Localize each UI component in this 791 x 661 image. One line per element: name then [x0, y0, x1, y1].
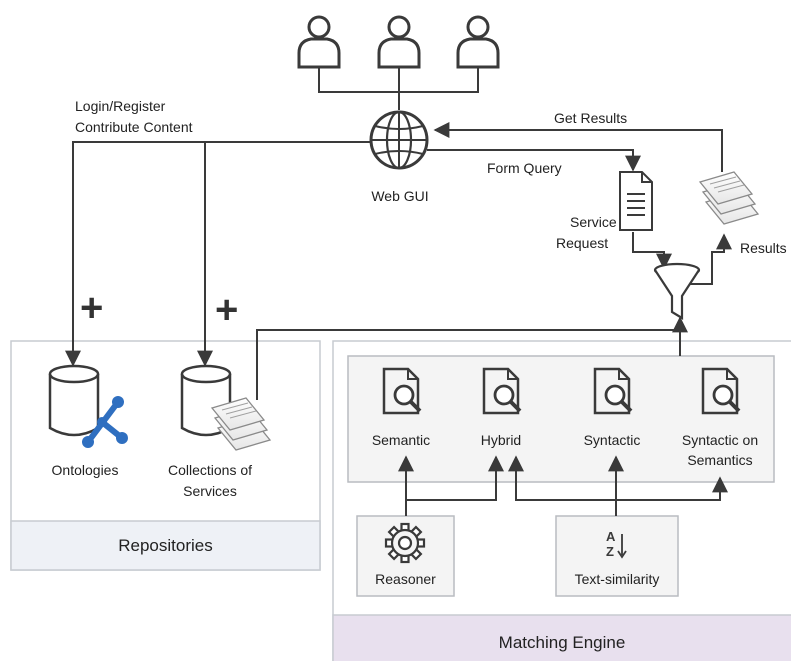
users-group — [297, 15, 500, 110]
document-icon — [619, 171, 653, 231]
database-network-icon — [48, 364, 128, 448]
funnel-icon — [653, 262, 701, 320]
matcher-hybrid-label: Hybrid — [480, 432, 522, 448]
user-icon — [297, 15, 341, 69]
matcher-syntactic-label: Syntactic — [583, 432, 641, 448]
repositories-title: Repositories — [118, 536, 213, 555]
matcher-semantic-label: Semantic — [371, 432, 431, 448]
get-results-label: Get Results — [554, 110, 628, 126]
sort-az-icon: A Z — [606, 529, 627, 559]
user-icon — [456, 15, 500, 69]
connectors — [65, 122, 732, 516]
document-search-icon — [593, 367, 633, 415]
add-collection-plus: + — [215, 288, 239, 332]
document-search-icon — [482, 367, 522, 415]
contribute-content-label: Contribute Content — [75, 119, 193, 135]
svg-text:A: A — [606, 529, 616, 544]
user-icon — [377, 15, 421, 69]
matching-engine-title: Matching Engine — [498, 633, 626, 652]
svg-text:Z: Z — [606, 544, 614, 559]
add-ontology-plus: + — [80, 286, 104, 330]
users-connector — [318, 67, 479, 110]
collections-label-1: Collections of — [167, 462, 253, 478]
collections-label-2: Services — [183, 483, 237, 499]
text-similarity-label: Text-similarity — [574, 571, 660, 587]
web-gui-label: Web GUI — [371, 188, 429, 204]
service-request-label-1: Service — [570, 214, 617, 230]
globe-icon — [369, 110, 429, 170]
matcher-syntactic-on-semantics-label-1: Syntactic on — [681, 432, 759, 448]
gear-icon — [384, 522, 426, 564]
document-search-icon — [701, 367, 741, 415]
text-similarity-box — [555, 515, 679, 597]
matching-engine-header — [332, 614, 791, 661]
repositories-panel — [10, 340, 321, 571]
repositories-header — [10, 520, 321, 571]
form-query-label: Form Query — [487, 160, 562, 176]
ontologies-label: Ontologies — [51, 462, 119, 478]
login-register-label: Login/Register — [75, 98, 166, 114]
results-label: Results — [740, 240, 787, 256]
document-search-icon — [382, 367, 422, 415]
service-request-label-2: Request — [556, 235, 609, 251]
reasoner-label: Reasoner — [375, 571, 436, 587]
stacked-documents-icon — [698, 171, 760, 225]
matcher-syntactic-on-semantics-label-2: Semantics — [687, 452, 753, 468]
database-documents-icon — [180, 364, 272, 451]
